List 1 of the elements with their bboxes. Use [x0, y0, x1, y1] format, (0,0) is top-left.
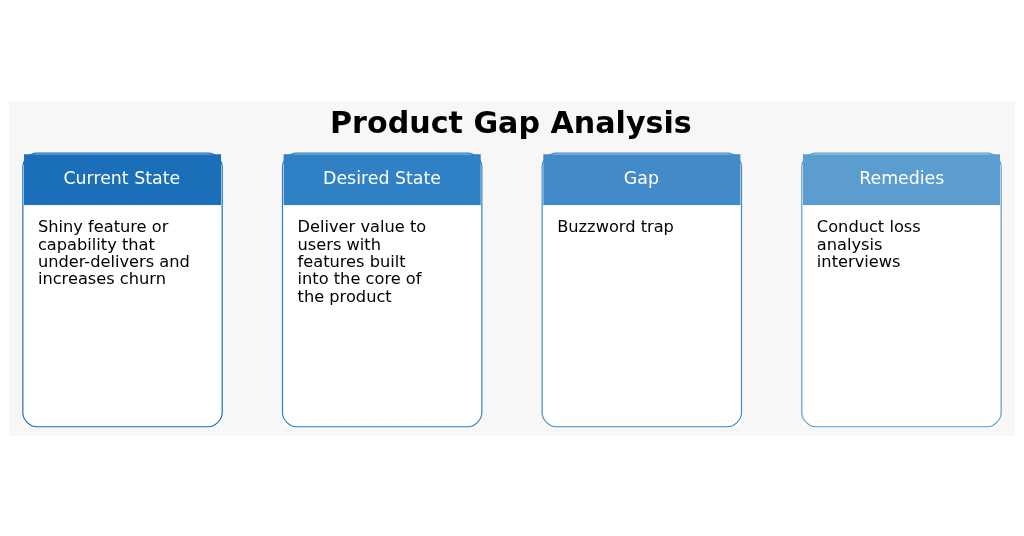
diagram-title: Product Gap Analysis — [330, 104, 692, 140]
